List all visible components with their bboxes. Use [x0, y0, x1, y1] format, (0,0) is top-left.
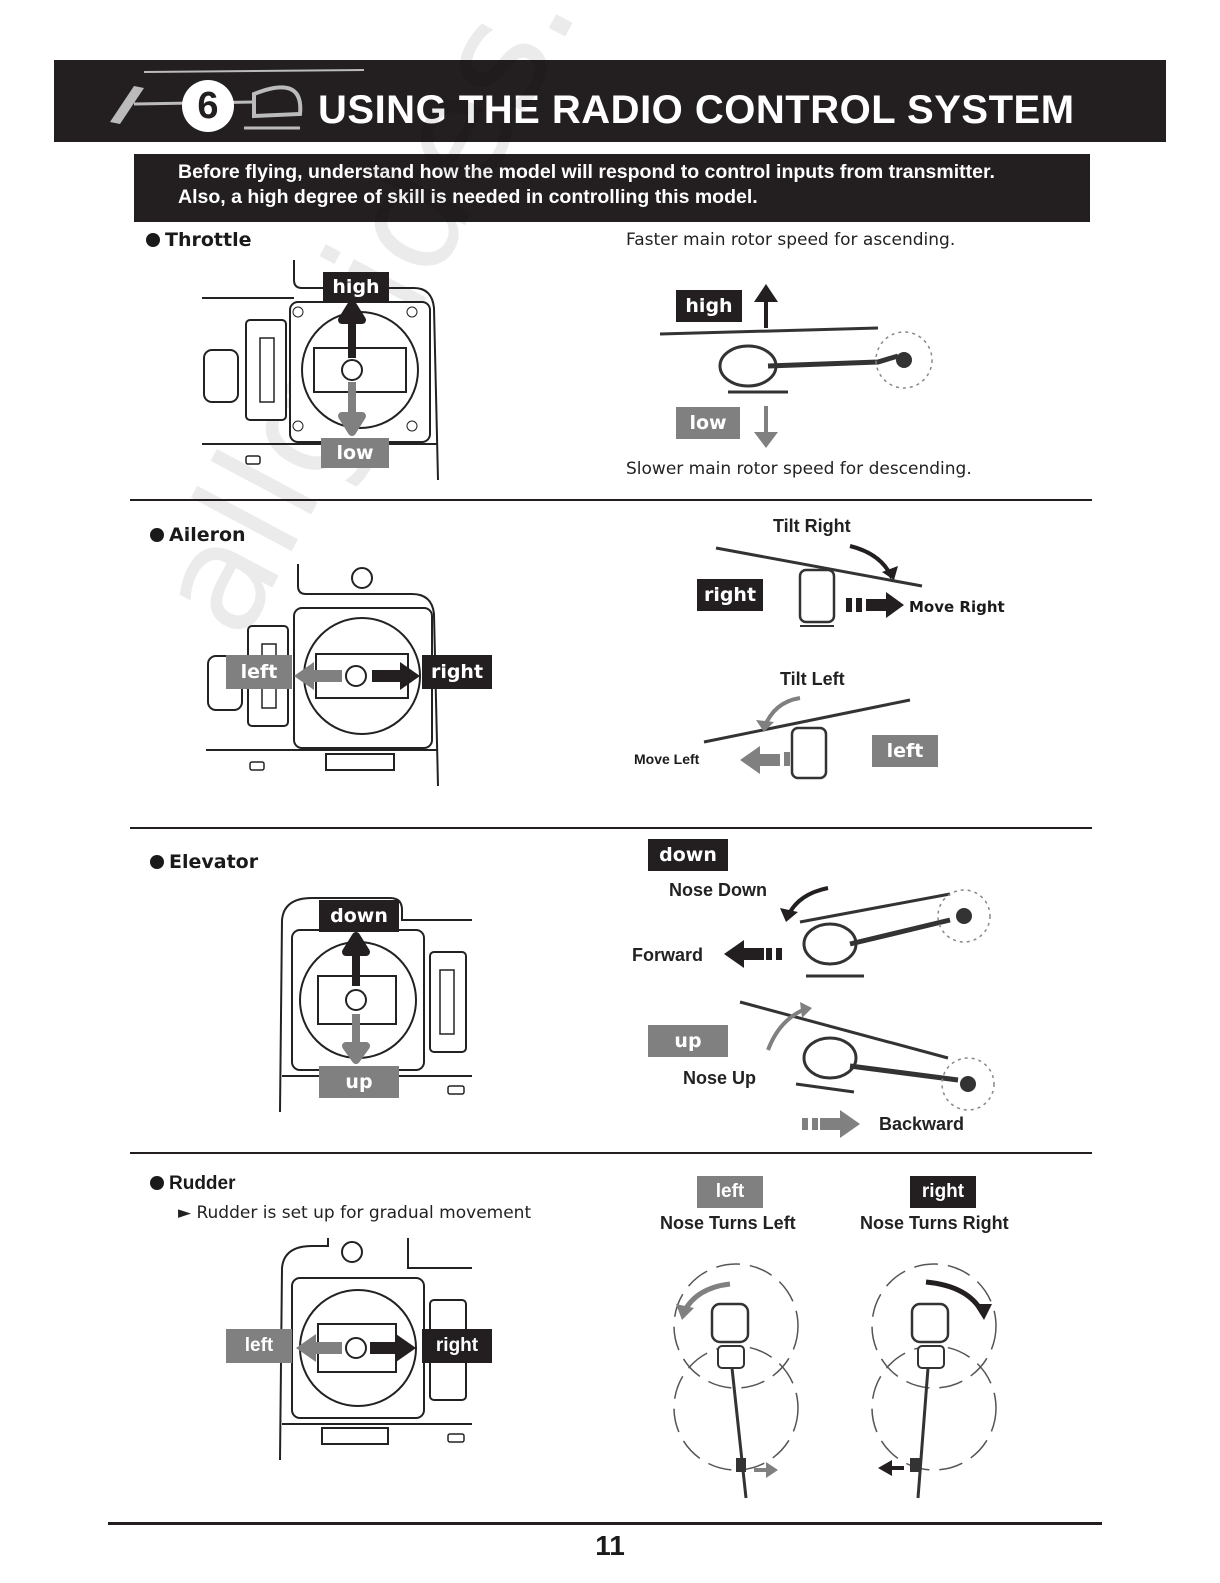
rudder-note: ► Rudder is set up for gradual movement: [178, 1203, 532, 1223]
bullet-icon: [150, 528, 164, 542]
aileron-tilt-right-caption: Tilt Right: [773, 516, 851, 536]
chapter-number: 6: [182, 80, 234, 132]
rudder-heading: Rudder: [150, 1173, 236, 1195]
rudder-stick-left-label: left: [226, 1329, 292, 1363]
transmitter-rudder-illustration: [279, 1238, 472, 1461]
helicopter-nose-up-illustration: [739, 1000, 995, 1138]
elevator-nose-down-caption: Nose Down: [669, 880, 768, 900]
rudder-right-label: right: [910, 1176, 976, 1208]
throttle-stick-high-label: high: [323, 272, 389, 302]
rudder-nose-left-caption: Nose Turns Left: [660, 1213, 796, 1233]
aileron-heading: Aileron: [150, 524, 246, 546]
rudder-nose-right-caption: Nose Turns Right: [860, 1213, 1009, 1233]
aileron-move-left-caption: Move Left: [634, 751, 700, 767]
bullet-icon: [150, 855, 164, 869]
throttle-note-top: Faster main rotor speed for ascending.: [626, 230, 956, 250]
rudder-stick-right-label: right: [422, 1329, 492, 1363]
transmitter-elevator-illustration: [279, 897, 472, 1113]
triangle-pointer-icon: ►: [178, 1203, 192, 1223]
section-divider: [130, 827, 1092, 829]
intro-line-2: Also, a high degree of skill is needed i…: [178, 186, 758, 208]
helicopter-throttle-illustration: [659, 284, 933, 448]
section-divider: [130, 1152, 1092, 1154]
helicopter-nose-down-illustration: [724, 886, 991, 978]
helicopter-tilt-right-illustration: [715, 544, 923, 627]
footer-rule: [108, 1522, 1102, 1525]
elevator-backward-caption: Backward: [879, 1114, 965, 1134]
elevator-up-label: up: [648, 1025, 728, 1057]
section-divider: [130, 499, 1092, 501]
helicopter-nose-right-top-view-illustration: [871, 1263, 997, 1499]
rudder-left-label: left: [697, 1176, 763, 1208]
page-number: 11: [595, 1530, 625, 1561]
helicopter-tilt-left-illustration: [703, 696, 911, 780]
elevator-stick-down-label: down: [319, 900, 399, 932]
aileron-tilt-left-caption: Tilt Left: [780, 669, 845, 689]
aileron-stick-left-label: left: [226, 655, 292, 689]
transmitter-throttle-illustration: [202, 260, 439, 481]
intro-box: Before flying, understand how the model …: [134, 154, 1090, 222]
elevator-heading: Elevator: [150, 851, 258, 873]
aileron-stick-right-label: right: [422, 655, 492, 689]
intro-line-1: Before flying, understand how the model …: [178, 161, 995, 183]
aileron-left-label: left: [872, 735, 938, 767]
throttle-heading: Throttle: [146, 229, 251, 251]
aileron-move-right-caption: Move Right: [909, 598, 1005, 616]
bullet-icon: [146, 233, 160, 247]
elevator-down-label: down: [648, 839, 728, 871]
throttle-stick-low-label: low: [321, 438, 389, 468]
throttle-note-bottom: Slower main rotor speed for descending.: [626, 459, 972, 479]
aileron-right-label: right: [697, 579, 763, 611]
helicopter-nose-left-top-view-illustration: [673, 1263, 799, 1499]
throttle-heli-low-label: low: [676, 407, 740, 439]
elevator-nose-up-caption: Nose Up: [683, 1068, 757, 1088]
elevator-forward-caption: Forward: [632, 945, 704, 965]
elevator-stick-up-label: up: [319, 1066, 399, 1098]
throttle-heli-high-label: high: [676, 290, 742, 322]
page-title: USING THE RADIO CONTROL SYSTEM: [318, 88, 1075, 132]
bullet-icon: [150, 1176, 164, 1190]
